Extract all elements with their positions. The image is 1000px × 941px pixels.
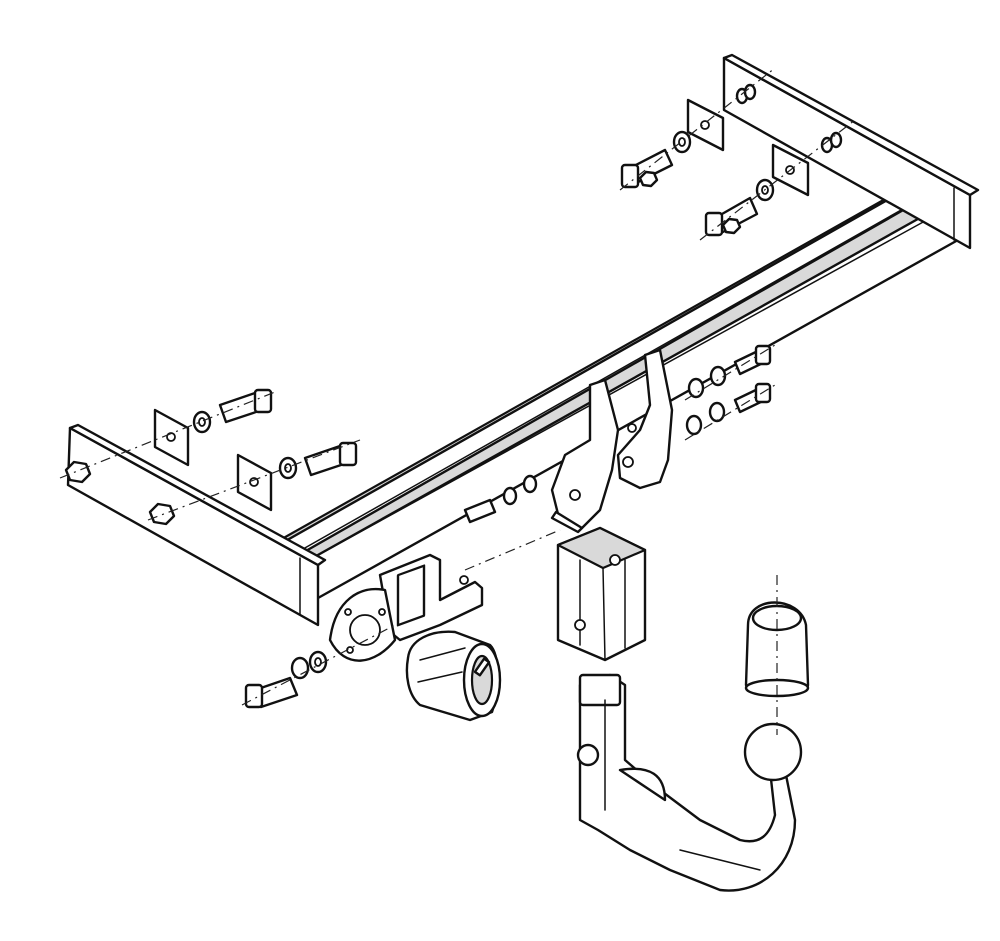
- detachable-ball-arm: [576, 673, 803, 892]
- bolt-left-upper: [218, 388, 273, 424]
- ball-receiver: [556, 526, 647, 662]
- bolt-center-lower: [733, 382, 772, 414]
- nuts: [64, 170, 742, 526]
- bolt-under-beam: [463, 498, 497, 524]
- assembly-axes: [59, 67, 856, 735]
- mounting-bolts: [218, 148, 772, 709]
- washers: [192, 83, 843, 680]
- main-crossbar: [278, 183, 960, 600]
- socket-holder-bracket: [328, 553, 484, 662]
- bolt-left-lower: [303, 441, 358, 477]
- left-mounting-plate: [66, 423, 327, 627]
- right-mounting-plate: [722, 53, 980, 250]
- bolt-right-upper: [620, 148, 674, 189]
- center-bracket: [550, 348, 674, 534]
- electrical-socket: [405, 630, 502, 722]
- bolt-bottom-left: [244, 676, 299, 709]
